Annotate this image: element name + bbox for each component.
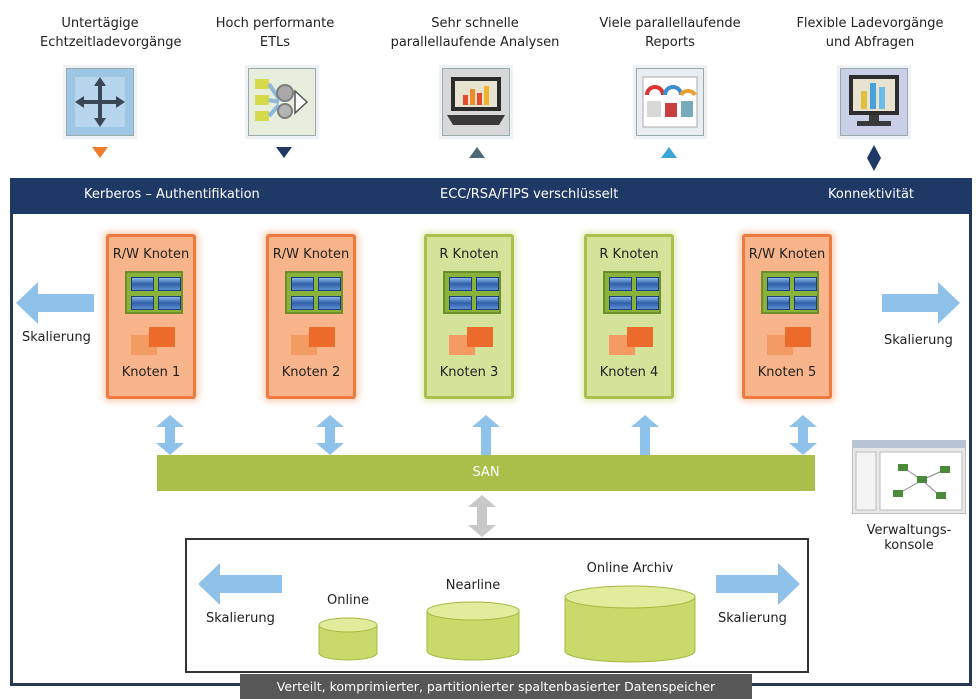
server-cell-icon <box>636 296 659 310</box>
node2-san-arrow-icon <box>316 415 344 455</box>
top-label-etl: Hoch performante ETLs <box>215 16 335 50</box>
server-cell-icon <box>158 277 181 291</box>
server-grid-icon <box>285 271 343 314</box>
server-grid-icon <box>761 271 819 314</box>
data-blocks-icon <box>449 327 495 359</box>
nearline-label: Nearline <box>445 578 501 593</box>
report-dashboard-icon <box>636 68 704 136</box>
server-cell-icon <box>476 296 499 310</box>
laptop-chart-icon <box>442 68 510 136</box>
server-cell-icon <box>449 277 472 291</box>
server-cell-icon <box>636 277 659 291</box>
node-title: R/W Knoten <box>112 247 190 262</box>
node-title: R Knoten <box>599 247 659 262</box>
online-archive-label: Online Archiv <box>586 561 674 576</box>
data-blocks-icon <box>609 327 655 359</box>
node-title: R Knoten <box>439 247 499 262</box>
node-label: Knoten 2 <box>281 365 341 380</box>
top-label-analyses: Sehr schnelle parallellaufende Analysen <box>390 16 560 50</box>
server-cell-icon <box>318 277 341 291</box>
storage-scale-right-arrow-icon <box>716 563 800 605</box>
node-title: R/W Knoten <box>272 247 350 262</box>
server-cell-icon <box>767 296 790 310</box>
top-label-flexible: Flexible Ladevorgänge und Abfragen <box>796 16 944 50</box>
server-cell-icon <box>609 296 632 310</box>
storage-scaling-left-label: Skalierung <box>206 611 275 626</box>
online-cylinder-icon <box>318 617 378 661</box>
node1-san-arrow-icon <box>156 415 184 455</box>
data-blocks-icon <box>291 327 337 359</box>
server-cell-icon <box>794 296 817 310</box>
scale-left-arrow-icon <box>16 282 94 324</box>
data-blocks-icon <box>767 327 813 359</box>
node-label: Knoten 3 <box>439 365 499 380</box>
marker-triangle-up-slate <box>469 147 485 158</box>
storage-scale-left-arrow-icon <box>198 563 282 605</box>
storage-description-bar: Verteilt, komprimierter, partitionierter… <box>240 674 752 699</box>
server-cell-icon <box>291 296 314 310</box>
data-block-icon <box>149 327 175 347</box>
server-cell-icon <box>318 296 341 310</box>
cross-arrows-icon <box>66 68 134 136</box>
security-bar: Kerberos – Authentifikation ECC/RSA/FIPS… <box>10 178 972 214</box>
san-storage-arrow-icon <box>468 495 496 537</box>
node4-san-arrow-icon <box>631 415 659 455</box>
data-block-icon <box>309 327 335 347</box>
connectivity-label: Konnektivität <box>828 187 915 202</box>
node-label: Knoten 5 <box>757 365 817 380</box>
encryption-label: ECC/RSA/FIPS verschlüsselt <box>440 187 619 202</box>
server-cell-icon <box>476 277 499 291</box>
node5-san-arrow-icon <box>789 415 817 455</box>
node3-san-arrow-icon <box>472 415 500 455</box>
node-title: R/W Knoten <box>748 247 826 262</box>
server-cell-icon <box>609 277 632 291</box>
node-label: Knoten 4 <box>599 365 659 380</box>
scaling-right-label: Skalierung <box>884 333 953 348</box>
data-blocks-icon <box>131 327 177 359</box>
marker-triangle-down-navy <box>276 147 292 158</box>
gears-funnel-icon <box>248 68 316 136</box>
marker-triangle-up-blue <box>661 147 677 158</box>
nearline-cylinder-icon <box>426 601 520 661</box>
server-cell-icon <box>767 277 790 291</box>
server-grid-icon <box>125 271 183 314</box>
server-grid-icon <box>603 271 661 314</box>
data-block-icon <box>785 327 811 347</box>
node-label: Knoten 1 <box>121 365 181 380</box>
archive-cylinder-icon <box>564 585 696 663</box>
server-cell-icon <box>131 296 154 310</box>
server-cell-icon <box>291 277 314 291</box>
monitor-bars-icon <box>840 68 908 136</box>
scale-right-arrow-icon <box>882 282 960 324</box>
kerberos-label: Kerberos – Authentifikation <box>84 187 260 202</box>
online-label: Online <box>327 593 369 608</box>
console-label: Verwaltungs- konsole <box>866 523 952 553</box>
marker-triangle-down-orange <box>92 147 108 158</box>
server-cell-icon <box>131 277 154 291</box>
server-cell-icon <box>449 296 472 310</box>
san-bar: SAN <box>157 455 815 491</box>
top-label-reports: Viele parallellaufende Reports <box>599 16 741 50</box>
top-label-realtime: Untertägige Echtzeitladevorgänge <box>40 16 182 50</box>
marker-diamond-navy <box>867 145 881 171</box>
scaling-left-label: Skalierung <box>22 330 91 345</box>
server-cell-icon <box>794 277 817 291</box>
data-block-icon <box>627 327 653 347</box>
storage-scaling-right-label: Skalierung <box>718 611 787 626</box>
data-block-icon <box>467 327 493 347</box>
management-console-icon <box>851 439 967 515</box>
server-grid-icon <box>443 271 501 314</box>
server-cell-icon <box>158 296 181 310</box>
